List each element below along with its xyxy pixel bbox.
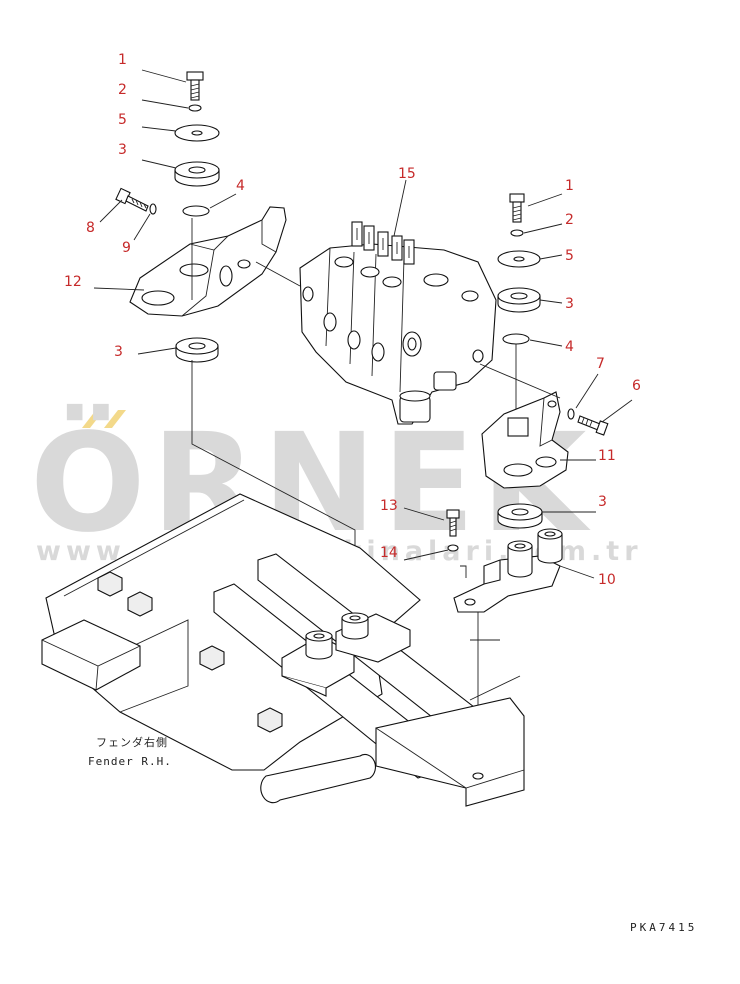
bolt-top-left [186,71,204,101]
callout-2-right: 2 [565,212,574,228]
drawing-code: PKA7415 [630,921,697,934]
fender-label-jp: フェンダ右側 [96,735,168,749]
bracket-right [481,391,569,489]
rubber-mount-left-bottom [175,337,219,363]
callouts: 1 2 5 3 4 8 9 12 3 15 1 2 5 3 4 7 6 11 3… [64,52,641,588]
bolt-13 [446,509,460,537]
callout-1-left: 1 [118,52,127,68]
washer-left [174,124,220,142]
lock-washer-right [510,229,524,237]
callout-15: 15 [398,166,416,182]
watermark-accent-left [82,410,104,428]
spacer-left [182,205,210,217]
callout-3-right-bottom: 3 [598,494,607,510]
rubber-mount-left-top [174,161,220,187]
washer-right [497,250,541,268]
callout-3-left-bottom: 3 [114,344,123,360]
callout-1-right: 1 [565,178,574,194]
callout-5-right: 5 [565,248,574,264]
callout-3-left-top: 3 [118,142,127,158]
callout-13: 13 [380,498,398,514]
callout-9: 9 [122,240,131,256]
control-valve [299,221,497,425]
callout-4-left: 4 [236,178,245,194]
callout-4-right: 4 [565,339,574,355]
callout-6: 6 [632,378,641,394]
callout-11: 11 [598,448,616,464]
callout-14: 14 [380,545,398,561]
callout-3-right-top: 3 [565,296,574,312]
leader-lines [93,69,633,579]
callout-8: 8 [86,220,95,236]
lock-washer-left [188,104,202,112]
stay-bracket [453,528,563,613]
right-stack [446,193,609,776]
bracket-left [129,206,287,317]
side-washer-left [149,203,157,215]
callout-12: 12 [64,274,82,290]
callout-10: 10 [598,572,616,588]
fender-label-en: Fender R.H. [88,755,172,768]
callout-2-left: 2 [118,82,127,98]
left-stack [115,71,356,612]
rubber-mount-right-bottom [497,503,543,529]
spacer-right [502,333,530,345]
watermark-accent-right [104,410,126,428]
rubber-mount-right-top [497,287,541,313]
washer-14 [447,544,459,552]
fender-frame [41,493,525,807]
valve-terminals [351,221,415,265]
side-washer-right [567,408,575,420]
bolt-top-right [509,193,525,223]
side-bolt-right [577,415,609,436]
callout-5-left: 5 [118,112,127,128]
callout-7: 7 [596,356,605,372]
side-bolt-left [115,187,149,212]
